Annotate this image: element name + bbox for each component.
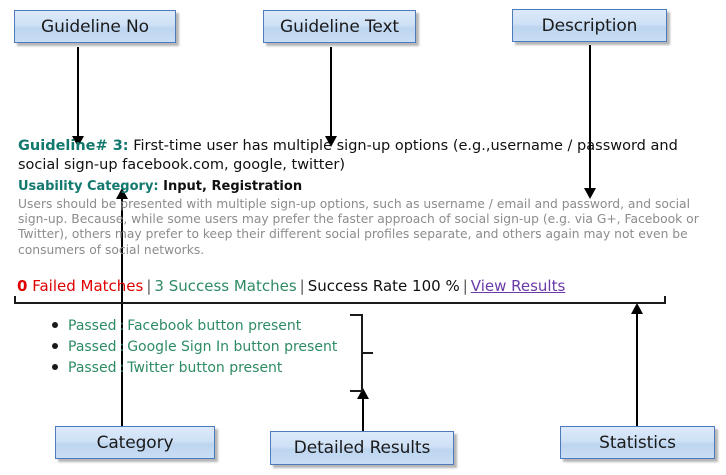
connector-statistics-arrowhead bbox=[631, 303, 643, 314]
guideline-description: Users should be presented with multiple … bbox=[18, 197, 699, 257]
bullet-icon bbox=[52, 343, 58, 349]
result-separator: : bbox=[119, 339, 125, 355]
callout-guideline-no: Guideline No bbox=[14, 10, 176, 43]
usability-category-label: Usability Category: bbox=[18, 179, 159, 194]
guideline-text-value: First-time user has multiple sign-up opt… bbox=[18, 138, 678, 173]
callout-statistics: Statistics bbox=[560, 426, 715, 459]
callout-description-label: Description bbox=[541, 15, 638, 36]
bullet-icon bbox=[52, 322, 58, 328]
stats-separator-2: | bbox=[299, 277, 305, 295]
statistics-row: 0 Failed Matches|3 Success Matches|Succe… bbox=[17, 277, 717, 296]
failed-matches-label: Failed Matches bbox=[27, 277, 144, 295]
bracket-results-middle-tick bbox=[362, 352, 373, 354]
callout-category-label: Category bbox=[96, 432, 174, 453]
callout-description: Description bbox=[512, 9, 667, 42]
bracket-statistics-left-tick bbox=[14, 296, 16, 304]
connector-description-arrowhead bbox=[584, 188, 596, 199]
result-status: Passed bbox=[68, 318, 117, 334]
usability-category-line: Usability Category: Input, Registration bbox=[18, 178, 708, 195]
bullet-icon bbox=[52, 364, 58, 370]
guideline-number-label: Guideline# 3: bbox=[18, 138, 129, 154]
result-status: Passed bbox=[68, 339, 117, 355]
callout-statistics-label: Statistics bbox=[599, 432, 676, 453]
callout-guideline-text: Guideline Text bbox=[263, 10, 416, 43]
guideline-title-line: Guideline# 3: First-time user has multip… bbox=[18, 137, 708, 175]
bracket-results-top-tick bbox=[350, 314, 363, 316]
success-matches: 3 Success Matches bbox=[154, 277, 297, 295]
connector-detailed-results-arrowhead bbox=[357, 388, 369, 399]
stats-separator-1: | bbox=[146, 277, 152, 295]
success-rate: Success Rate 100 % bbox=[307, 277, 460, 295]
callout-detailed-results-label: Detailed Results bbox=[293, 438, 431, 458]
view-results-link[interactable]: View Results bbox=[470, 277, 566, 295]
connector-category bbox=[121, 196, 123, 426]
bracket-statistics-horizontal bbox=[14, 302, 666, 304]
bracket-statistics-right-tick bbox=[664, 296, 666, 304]
failed-matches-count: 0 bbox=[17, 277, 28, 295]
result-message: Twitter button present bbox=[127, 360, 283, 376]
callout-guideline-text-label: Guideline Text bbox=[280, 16, 399, 37]
callout-detailed-results: Detailed Results bbox=[270, 431, 454, 465]
detailed-results-list: Passed:Facebook button present Passed:Go… bbox=[46, 316, 398, 379]
connector-category-arrowhead bbox=[116, 188, 128, 199]
connector-guideline-no bbox=[77, 47, 79, 140]
callout-category: Category bbox=[55, 426, 215, 459]
stats-separator-3: | bbox=[462, 277, 468, 295]
result-message: Google Sign In button present bbox=[127, 339, 338, 355]
connector-description bbox=[589, 45, 591, 192]
result-message: Facebook button present bbox=[127, 318, 302, 334]
list-item: Passed:Facebook button present bbox=[52, 316, 398, 337]
connector-guideline-text-arrowhead bbox=[325, 136, 337, 147]
connector-statistics bbox=[636, 311, 638, 426]
connector-guideline-no-arrowhead bbox=[72, 136, 84, 147]
list-item: Passed:Twitter button present bbox=[52, 358, 398, 379]
usability-category-value: Input, Registration bbox=[163, 179, 303, 194]
bracket-results-bottom-tick bbox=[350, 390, 363, 392]
connector-guideline-text bbox=[330, 47, 332, 140]
connector-detailed-results bbox=[362, 396, 364, 431]
callout-guideline-no-label: Guideline No bbox=[41, 16, 149, 37]
list-item: Passed:Google Sign In button present bbox=[52, 337, 398, 358]
result-separator: : bbox=[119, 318, 125, 334]
result-separator: : bbox=[119, 360, 125, 376]
failed-matches: 0 Failed Matches bbox=[17, 277, 143, 295]
result-status: Passed bbox=[68, 360, 117, 376]
